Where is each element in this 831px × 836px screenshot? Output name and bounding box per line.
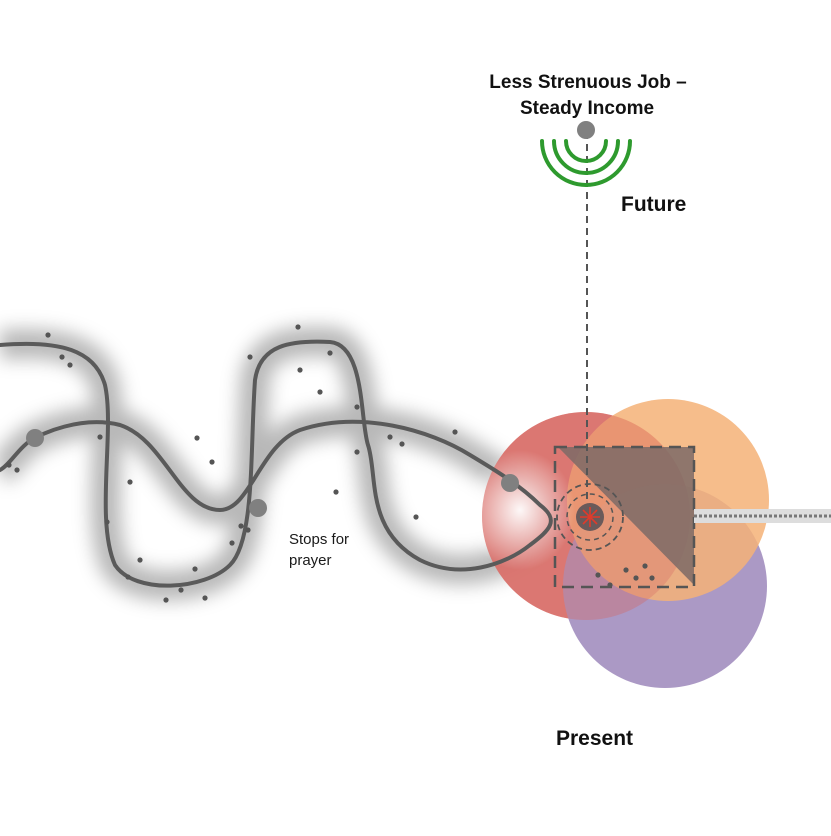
- path-glow: [0, 326, 566, 601]
- signal-arcs-icon: [540, 139, 632, 187]
- future-node: [577, 121, 595, 139]
- prayer-stop-label-line1: Stops for: [289, 531, 349, 548]
- future-label: Future: [621, 193, 686, 216]
- path-node-right: [501, 474, 519, 492]
- path-node-left: [26, 429, 44, 447]
- life-path: [0, 339, 553, 588]
- future-goal-label-line2: Steady Income: [520, 98, 654, 119]
- center-burst-icon: [580, 507, 600, 527]
- fade-highlight: [465, 450, 575, 570]
- path-node-prayer-stop: [249, 499, 267, 517]
- horizontal-connector-glow: [694, 509, 831, 523]
- prayer-stop-label-line2: prayer: [289, 552, 332, 569]
- scatter-dots: [6, 324, 655, 603]
- future-goal-label-line1: Less Strenuous Job –: [489, 72, 686, 93]
- triangle-shape: [558, 447, 694, 585]
- dashed-ring-inner: [566, 493, 614, 541]
- dashed-ring-outer: [556, 483, 624, 551]
- present-label: Present: [556, 727, 633, 750]
